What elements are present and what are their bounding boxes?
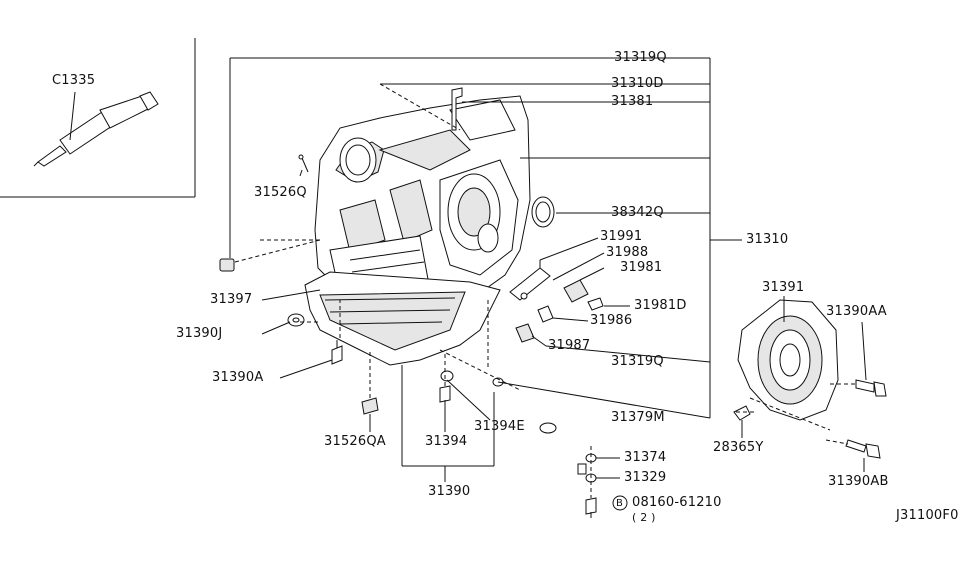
bolt-31390ab-icon [845,439,881,459]
clip-28365y-icon [733,405,751,421]
washer-31394e-icon [440,370,454,382]
label-31394: 31394 [425,434,468,449]
label-bolt-b: B [616,498,624,509]
inset-frame [0,38,196,198]
bolt-31390a-icon [331,340,343,365]
plug-31526qa-icon [361,397,379,415]
bolt-31981d-icon [587,297,604,311]
bolt-31390aa-icon [855,379,887,397]
label-31394e: 31394E [474,419,525,434]
label-28365y: 28365Y [713,440,764,455]
label-31374: 31374 [624,450,667,465]
washer-31390j-icon [287,313,305,327]
label-31329: 31329 [624,470,667,485]
breather-31381-icon [451,87,463,131]
label-31319q-top: 31319Q [614,50,667,65]
label-08160-qty: ( 2 ) [632,511,656,524]
bracket-31991-icon [509,267,551,301]
label-31526q: 31526Q [254,185,307,200]
part-31986-icon [537,305,554,323]
part-31988-icon [520,292,528,300]
label-c1335: C1335 [52,73,96,88]
label-31379m: 31379M [611,410,665,425]
diagram-code: J31100F0 [896,508,959,523]
part-31329-icon [577,463,597,483]
plug-31319q-icon [219,258,235,272]
part-31987-icon [515,323,535,343]
label-31390j: 31390J [176,326,223,341]
sealant-tube-icon [33,91,159,167]
seal-38342q-icon [531,196,555,228]
bolt-08160-icon [585,497,597,518]
transmission-case-icon [314,95,531,306]
label-31987: 31987 [548,338,591,353]
oil-tube-icon [527,422,587,497]
label-31988: 31988 [606,245,649,260]
label-31991: 31991 [600,229,643,244]
label-31981: 31981 [620,260,663,275]
label-31390ab: 31390AB [828,474,889,489]
label-31381: 31381 [611,94,654,109]
oil-pan-icon [304,271,501,366]
label-31390a: 31390A [212,370,264,385]
leader-lines [229,57,867,498]
label-31391: 31391 [762,280,805,295]
label-31390aa: 31390AA [826,304,887,319]
label-31390: 31390 [428,484,471,499]
label-38342q: 38342Q [611,205,664,220]
pin-31526q-icon [298,154,309,173]
label-31310: 31310 [746,232,789,247]
bolt-b-circle [612,495,628,511]
label-31986: 31986 [590,313,633,328]
label-31397: 31397 [210,292,253,307]
cover-31391-icon [737,299,839,421]
label-31319q-bottom: 31319Q [611,354,664,369]
label-31310d: 31310D [611,76,664,91]
label-08160-61210: 08160-61210 [632,495,722,510]
sensor-31981-icon [563,279,589,303]
label-31526qa: 31526QA [324,434,386,449]
bolt-31394-icon [439,385,451,418]
label-31981d: 31981D [634,298,687,313]
